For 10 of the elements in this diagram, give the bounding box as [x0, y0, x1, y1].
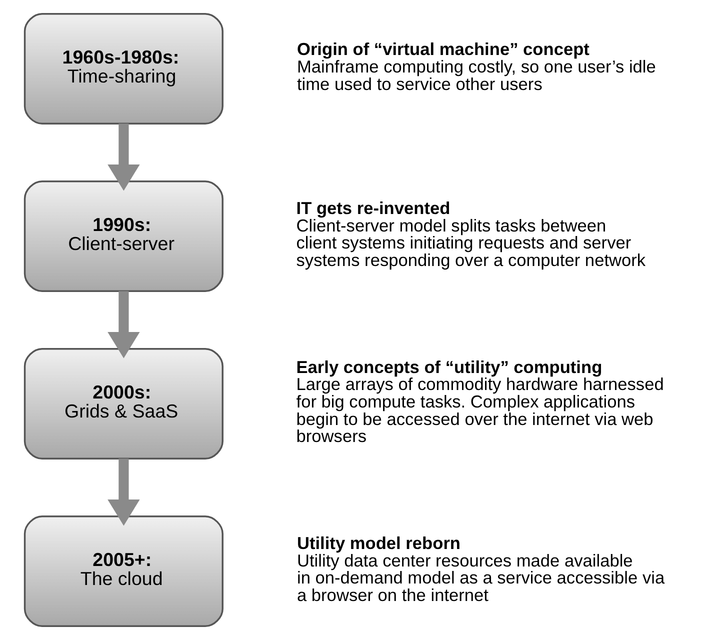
arrow — [108, 458, 140, 526]
node-box: 2005+: The cloud — [24, 516, 224, 628]
node-box: 2000s: Grids & SaaS — [24, 348, 224, 460]
node-label: Early concepts of “utility” computing — [296, 356, 602, 377]
node-label: Utility model reborn — [296, 533, 461, 554]
arrow — [108, 124, 140, 191]
node-label: Origin of “virtual machine” concept — [296, 39, 590, 60]
node-box: 1990s: Client-server — [24, 180, 224, 292]
arrow — [108, 291, 140, 358]
node-box: 1960s-1980s: Time-sharing — [24, 12, 224, 124]
